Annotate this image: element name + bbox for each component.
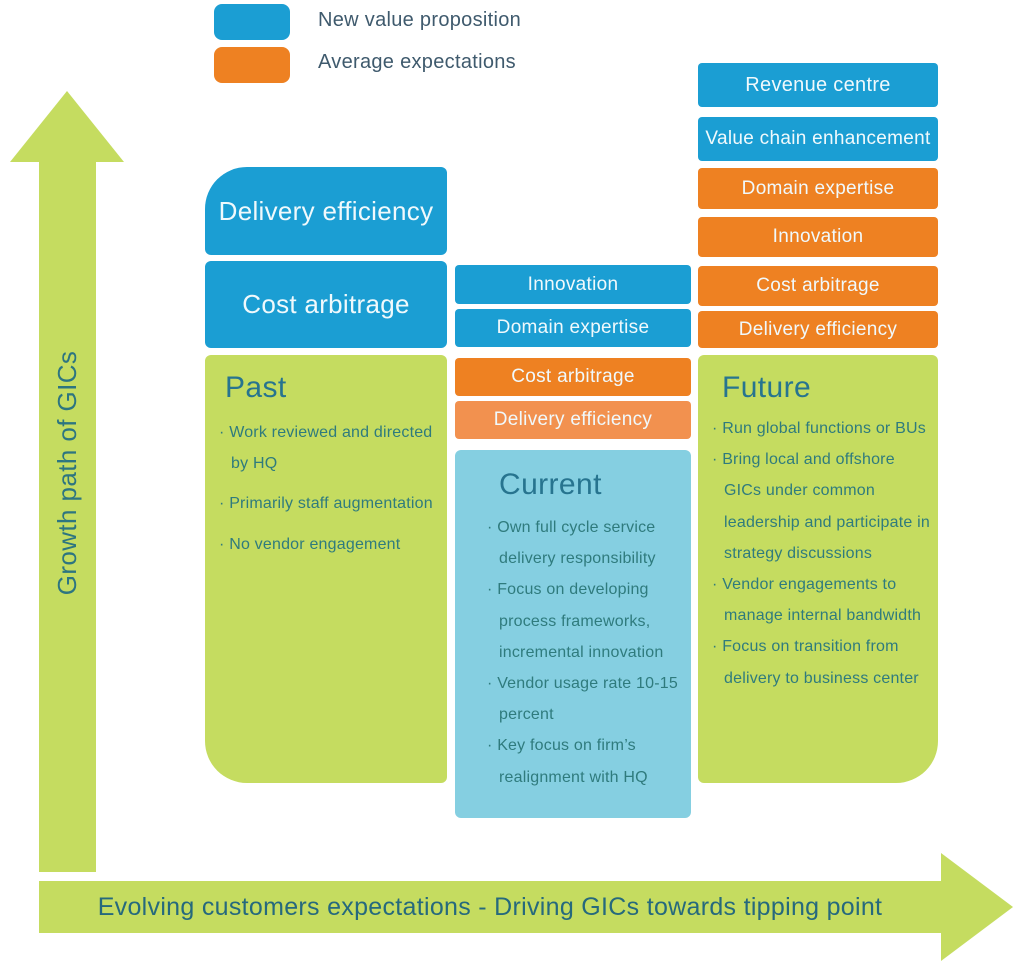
box-past-delivery-efficiency: Delivery efficiency <box>205 167 447 255</box>
bullet-item: Own full cycle service delivery responsi… <box>487 512 685 574</box>
box-current-delivery-efficiency: Delivery efficiency <box>455 401 691 439</box>
bullet-item: Key focus on firm’s realignment with HQ <box>487 730 685 792</box>
box-past-cost-arbitrage: Cost arbitrage <box>205 261 447 348</box>
legend-label-average: Average expectations <box>318 51 516 73</box>
panel-past-bullets: Work reviewed and directed by HQ Primari… <box>205 417 447 560</box>
bullet-item: Work reviewed and directed by HQ <box>219 417 439 479</box>
box-future-revenue-centre: Revenue centre <box>698 63 938 107</box>
bullet-item: Bring local and offshore GICs under comm… <box>712 444 932 569</box>
box-current-domain-expertise: Domain expertise <box>455 309 691 347</box>
box-future-delivery-efficiency: Delivery efficiency <box>698 311 938 348</box>
box-future-value-chain-enhancement: Value chain enhancement <box>698 117 938 161</box>
panel-current-title: Current <box>499 468 602 501</box>
box-future-cost-arbitrage: Cost arbitrage <box>698 266 938 306</box>
legend-swatch-average-icon <box>214 47 290 83</box>
bullet-item: No vendor engagement <box>219 529 439 560</box>
panel-future-title: Future <box>722 371 812 404</box>
box-current-innovation: Innovation <box>455 265 691 304</box>
box-future-innovation: Innovation <box>698 217 938 257</box>
panel-past: Past Work reviewed and directed by HQ Pr… <box>205 355 447 783</box>
legend-label-new-value: New value proposition <box>318 9 522 31</box>
box-current-cost-arbitrage: Cost arbitrage <box>455 358 691 396</box>
up-arrow-icon <box>10 91 124 162</box>
panel-future: Future Run global functions or BUs Bring… <box>698 355 938 783</box>
panel-current-bullets: Own full cycle service delivery responsi… <box>455 512 691 793</box>
panel-future-bullets: Run global functions or BUs Bring local … <box>698 413 938 694</box>
bullet-item: Focus on developing process frameworks, … <box>487 574 685 668</box>
bullet-item: Vendor engagements to manage internal ba… <box>712 569 932 631</box>
bullet-item: Focus on transition from delivery to bus… <box>712 631 932 693</box>
y-axis-label: Growth path of GICs <box>52 350 82 596</box>
panel-past-title: Past <box>225 371 287 404</box>
y-axis-arrow-shaft <box>39 161 96 872</box>
panel-current: Current Own full cycle service delivery … <box>455 450 691 818</box>
x-axis-arrow-shaft: Evolving customers expectations - Drivin… <box>39 881 941 933</box>
legend-swatch-new-value-icon <box>214 4 290 40</box>
box-future-domain-expertise: Domain expertise <box>698 168 938 209</box>
right-arrow-icon <box>941 853 1013 961</box>
x-axis-label: Evolving customers expectations - Drivin… <box>97 892 883 921</box>
bullet-item: Vendor usage rate 10-15 percent <box>487 668 685 730</box>
bullet-item: Primarily staff augmentation <box>219 488 439 519</box>
bullet-item: Run global functions or BUs <box>712 413 932 444</box>
